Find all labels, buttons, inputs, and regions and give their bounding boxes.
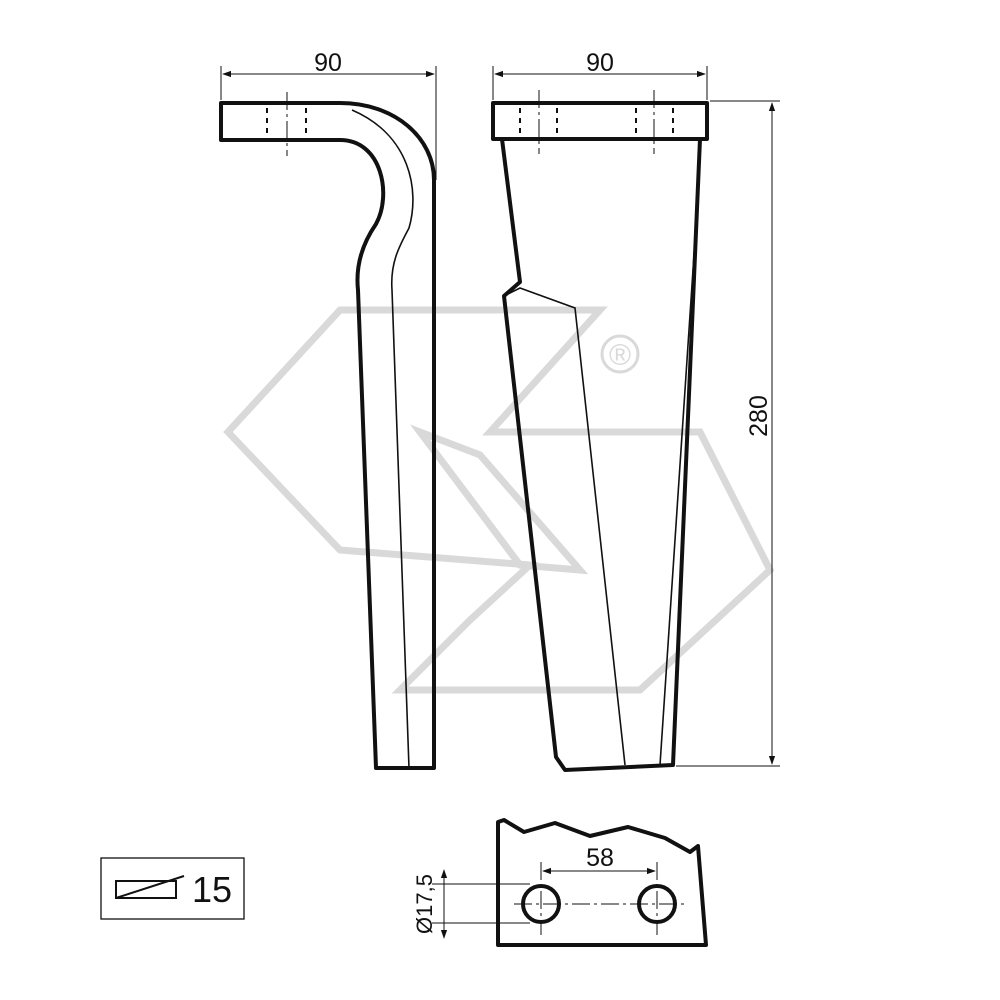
side-view-outline — [219, 101, 436, 770]
hole-diameter-label: Ø17,5 — [412, 874, 437, 934]
front-width-label: 90 — [586, 49, 614, 77]
front-view-bevel-face — [503, 287, 626, 766]
dimension-height: 280 — [676, 100, 780, 767]
front-view-flange — [491, 101, 709, 141]
hole-detail-view: 58 Ø17,5 — [412, 818, 708, 947]
watermark-lower-shape — [409, 424, 589, 575]
dimension-side-width: 90 — [220, 49, 437, 180]
blade-front-view — [491, 90, 709, 772]
watermark-logo: ® — [223, 306, 775, 694]
front-view-outline — [500, 137, 702, 772]
blade-side-view — [219, 92, 436, 770]
thickness-symbol-rect — [115, 880, 177, 899]
side-view-inner-edge — [351, 109, 414, 769]
side-width-label: 90 — [314, 49, 342, 77]
watermark-upper-shape — [223, 306, 775, 694]
hole-spacing-label: 58 — [586, 844, 614, 872]
thickness-symbol-diagonal — [115, 875, 185, 899]
thickness-value: 15 — [192, 869, 232, 910]
height-label: 280 — [745, 395, 773, 437]
registered-mark-ring — [600, 334, 640, 374]
thickness-legend: 15 — [100, 857, 245, 920]
hole-plate-outline — [496, 818, 708, 947]
dimension-front-width: 90 — [492, 49, 708, 100]
thickness-legend-box — [100, 857, 245, 920]
front-view-edge-line — [659, 239, 696, 766]
registered-mark: ® — [609, 339, 631, 372]
